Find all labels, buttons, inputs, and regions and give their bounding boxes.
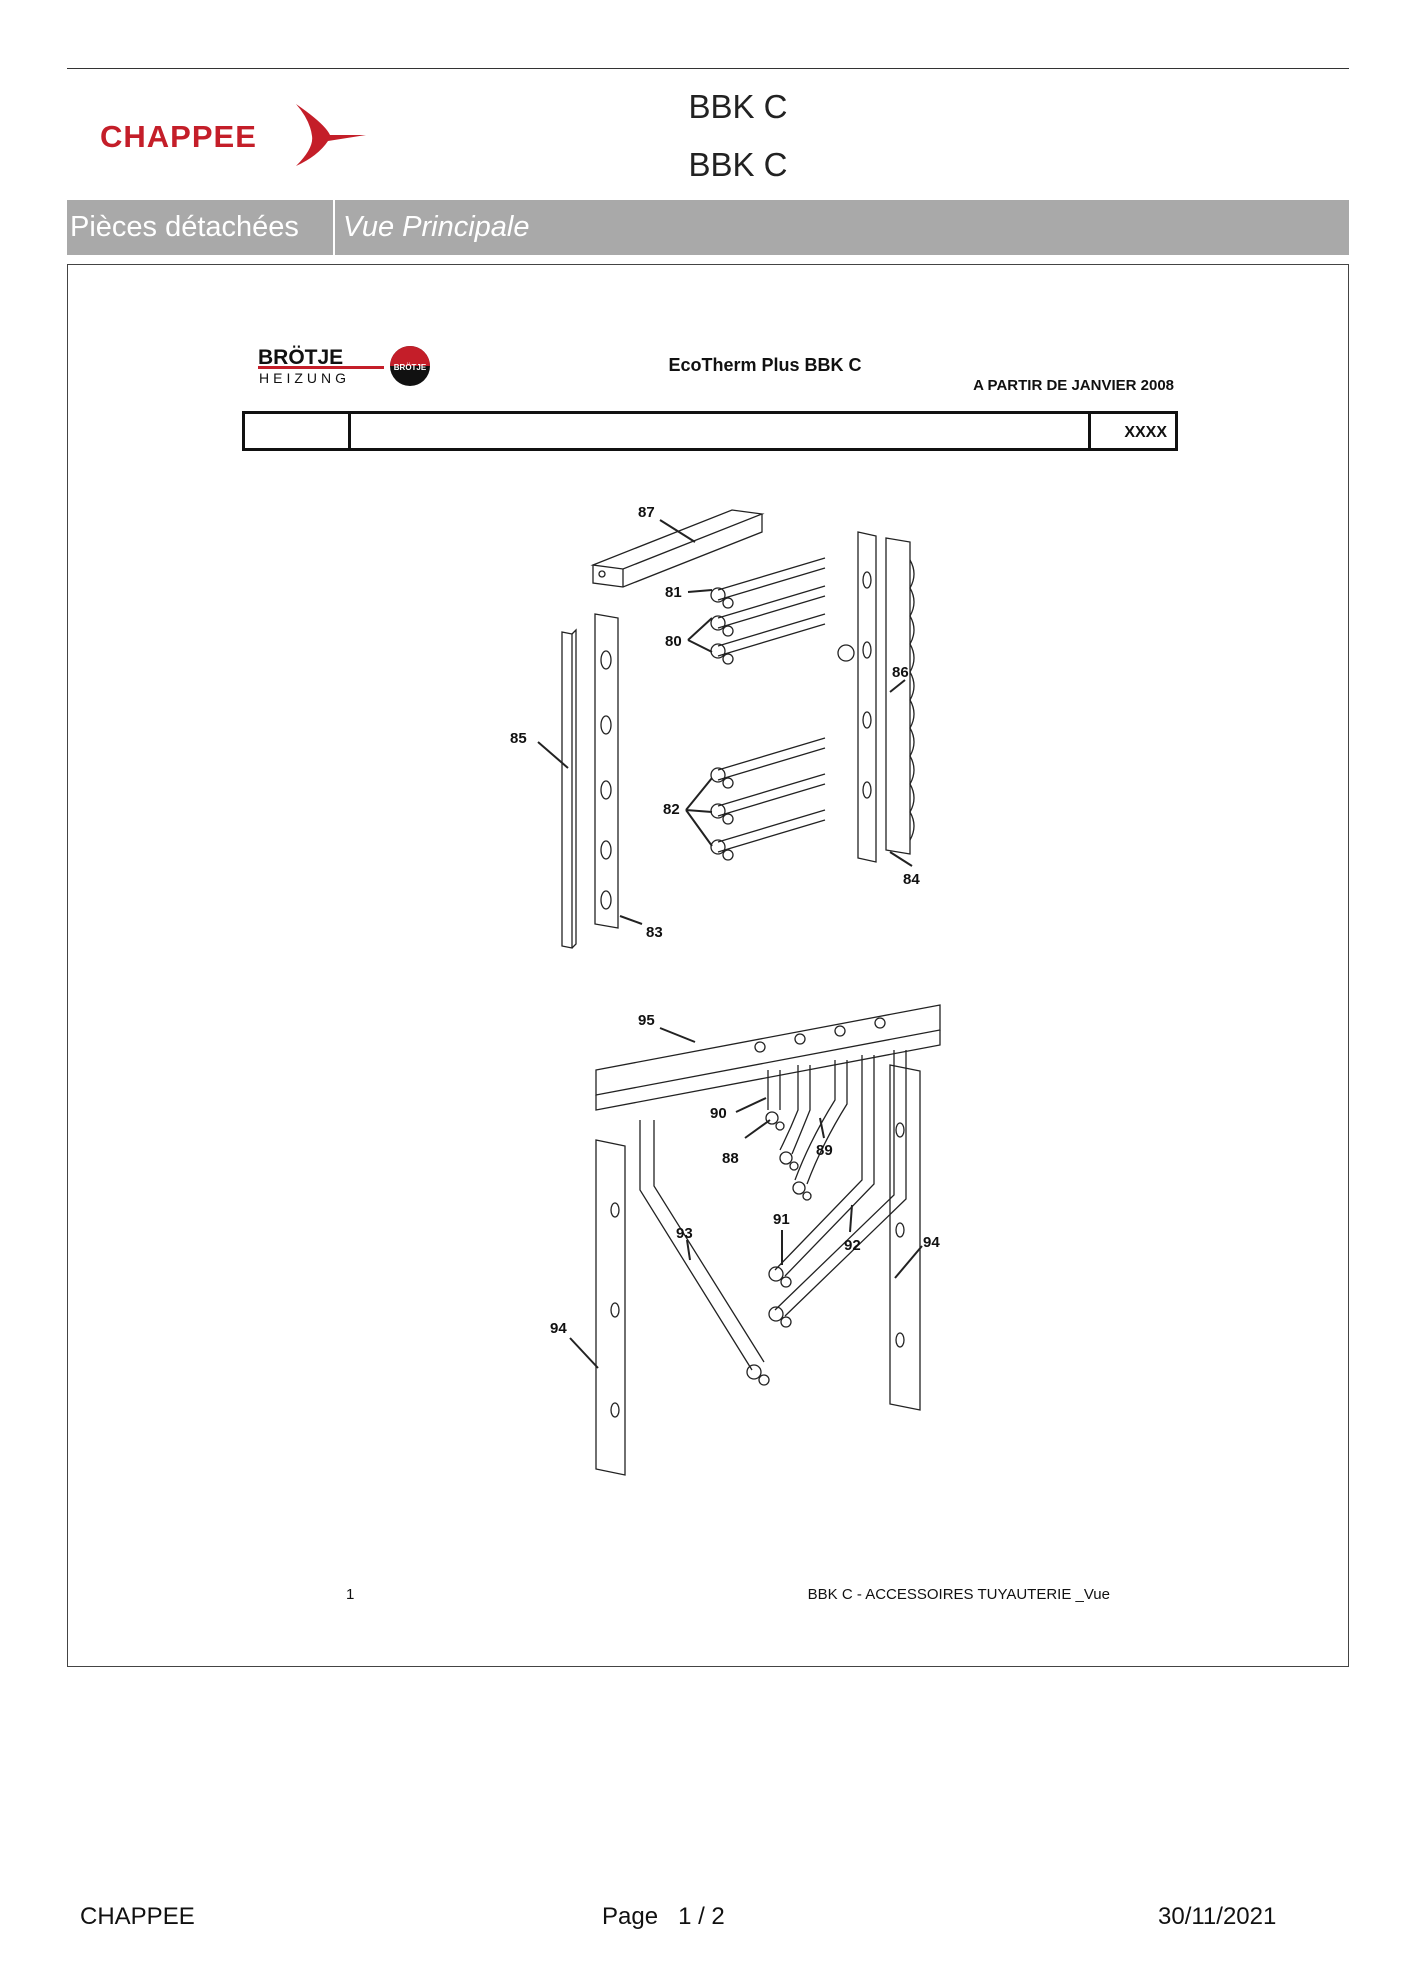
exploded-parts-drawing: 87 81 80 86 85 82 84 83 95 90 88 89 91 9… xyxy=(510,504,941,1476)
tab-spare-parts[interactable]: Pièces détachées xyxy=(67,200,335,255)
footer-page-value: 1 / 2 xyxy=(678,1903,725,1930)
part-94-left-rail xyxy=(595,1139,626,1476)
callout-81: 81 xyxy=(665,584,682,601)
document-title-box: XXXX xyxy=(242,411,1178,451)
top-rule xyxy=(67,68,1349,69)
callout-94-right: 94 xyxy=(923,1234,940,1251)
drawing-caption: BBK C - ACCESSOIRES TUYAUTERIE _Vue xyxy=(807,1586,1110,1603)
tab-bar: Pièces détachées Vue Principale xyxy=(67,200,1349,255)
product-title-1: BBK C xyxy=(688,88,788,125)
brotje-logo: BRÖTJE HEIZUNG BRÖTJE xyxy=(258,346,430,386)
parts-91-92-pipes xyxy=(768,1050,907,1328)
parts-88-89-90-pipes xyxy=(765,1060,848,1201)
callout-83: 83 xyxy=(646,924,663,941)
callout-95: 95 xyxy=(638,1012,655,1029)
callout-91: 91 xyxy=(773,1211,790,1228)
brotje-logo-bottom: HEIZUNG xyxy=(259,370,350,386)
document-frame xyxy=(67,264,1349,1667)
callout-87: 87 xyxy=(638,504,655,521)
callout-94-left: 94 xyxy=(550,1320,567,1337)
chappee-logo-text: CHAPPEE xyxy=(100,119,257,154)
callout-84: 84 xyxy=(903,871,920,888)
parts-80-81-pipes xyxy=(710,557,855,665)
document-title: EcoTherm Plus BBK C xyxy=(668,355,862,375)
callout-88: 88 xyxy=(722,1150,739,1167)
footer-page: Page 1 / 2 xyxy=(602,1903,725,1931)
product-title-2: BBK C xyxy=(688,146,788,183)
chappee-logo: CHAPPEE xyxy=(100,104,366,166)
callout-numbers: 87 81 80 86 85 82 84 83 95 90 88 89 91 9… xyxy=(510,504,940,1337)
drawing-page-number: 1 xyxy=(346,1586,355,1603)
brotje-logo-top: BRÖTJE xyxy=(258,346,343,369)
part-86-clip-panel xyxy=(885,537,915,855)
callout-90: 90 xyxy=(710,1105,727,1122)
title-box-divider xyxy=(348,414,351,448)
footer-page-label: Page xyxy=(602,1903,659,1930)
callout-92: 92 xyxy=(844,1237,861,1254)
callout-80: 80 xyxy=(665,633,682,650)
footer-company: CHAPPEE xyxy=(80,1903,195,1930)
parts-82-pipes xyxy=(710,737,826,861)
chappee-wing-icon xyxy=(296,104,366,166)
document-valid-from: A PARTIR DE JANVIER 2008 xyxy=(973,377,1174,394)
part-87-top-bar xyxy=(590,509,765,588)
callout-leaders xyxy=(537,519,923,1369)
footer-date: 30/11/2021 xyxy=(1158,1903,1277,1930)
brotje-badge-text: BRÖTJE xyxy=(394,363,427,372)
part-94-right-rail xyxy=(889,1064,921,1411)
part-85-side-panel xyxy=(561,628,577,949)
part-93-pipe xyxy=(639,1120,770,1386)
part-83-rail xyxy=(594,613,619,929)
callout-82: 82 xyxy=(663,801,680,818)
document-code: XXXX xyxy=(1124,424,1167,441)
callout-85: 85 xyxy=(510,730,527,747)
part-84-rail xyxy=(857,531,877,863)
title-box-divider xyxy=(1088,414,1091,448)
callout-86: 86 xyxy=(892,664,909,681)
tab-main-view[interactable]: Vue Principale xyxy=(343,211,530,243)
callout-89: 89 xyxy=(816,1142,833,1159)
callout-93: 93 xyxy=(676,1225,693,1242)
